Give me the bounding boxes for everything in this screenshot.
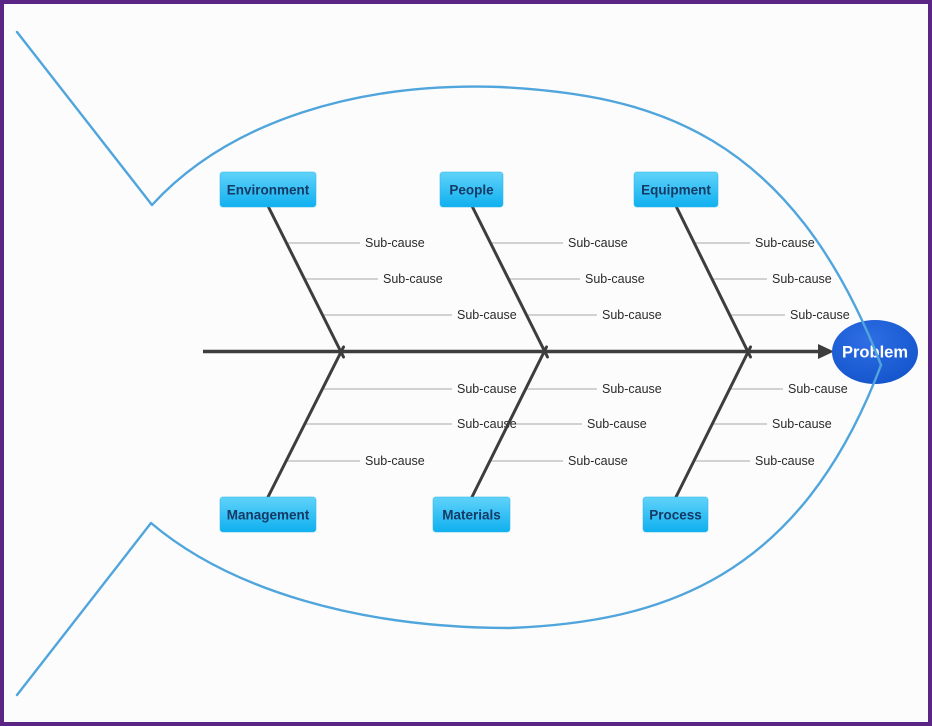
subcause-label-materials-2[interactable]: Sub-cause <box>587 417 647 431</box>
bone-people <box>470 204 549 359</box>
subcause-label-environment-3[interactable]: Sub-cause <box>457 308 517 322</box>
bone-management <box>266 345 345 499</box>
category-label-management: Management <box>227 508 310 523</box>
category-box-equipment[interactable] <box>633 171 719 208</box>
category-label-process: Process <box>649 508 702 523</box>
category-label-people: People <box>449 183 494 198</box>
category-box-materials[interactable] <box>432 496 511 533</box>
subcause-label-management-3[interactable]: Sub-cause <box>365 454 425 468</box>
subcause-label-environment-1[interactable]: Sub-cause <box>365 236 425 250</box>
fish-outline-top <box>15 30 883 367</box>
bone-process <box>674 345 752 499</box>
category-box-management[interactable] <box>219 496 317 533</box>
bone-equipment <box>674 204 752 359</box>
subcause-label-equipment-3[interactable]: Sub-cause <box>790 308 850 322</box>
bone-materials <box>470 345 548 499</box>
bone-environment <box>266 204 345 359</box>
subcause-label-equipment-2[interactable]: Sub-cause <box>772 272 832 286</box>
subcause-label-people-3[interactable]: Sub-cause <box>602 308 662 322</box>
subcause-label-materials-3[interactable]: Sub-cause <box>568 454 628 468</box>
subcause-label-management-2[interactable]: Sub-cause <box>457 417 517 431</box>
category-label-environment: Environment <box>227 183 310 198</box>
category-box-people[interactable] <box>439 171 504 208</box>
category-label-materials: Materials <box>442 508 501 523</box>
category-label-equipment: Equipment <box>641 183 711 198</box>
subcause-label-process-2[interactable]: Sub-cause <box>772 417 832 431</box>
subcause-label-environment-2[interactable]: Sub-cause <box>383 272 443 286</box>
category-box-process[interactable] <box>642 496 709 533</box>
subcause-label-management-1[interactable]: Sub-cause <box>457 382 517 396</box>
subcause-label-process-1[interactable]: Sub-cause <box>788 382 848 396</box>
subcause-label-people-2[interactable]: Sub-cause <box>585 272 645 286</box>
fish-outline-bottom <box>15 363 883 697</box>
subcause-label-materials-1[interactable]: Sub-cause <box>602 382 662 396</box>
spine-arrowhead <box>818 344 834 359</box>
subcause-label-people-1[interactable]: Sub-cause <box>568 236 628 250</box>
subcause-label-process-3[interactable]: Sub-cause <box>755 454 815 468</box>
subcause-label-equipment-1[interactable]: Sub-cause <box>755 236 815 250</box>
category-box-environment[interactable] <box>219 171 317 208</box>
